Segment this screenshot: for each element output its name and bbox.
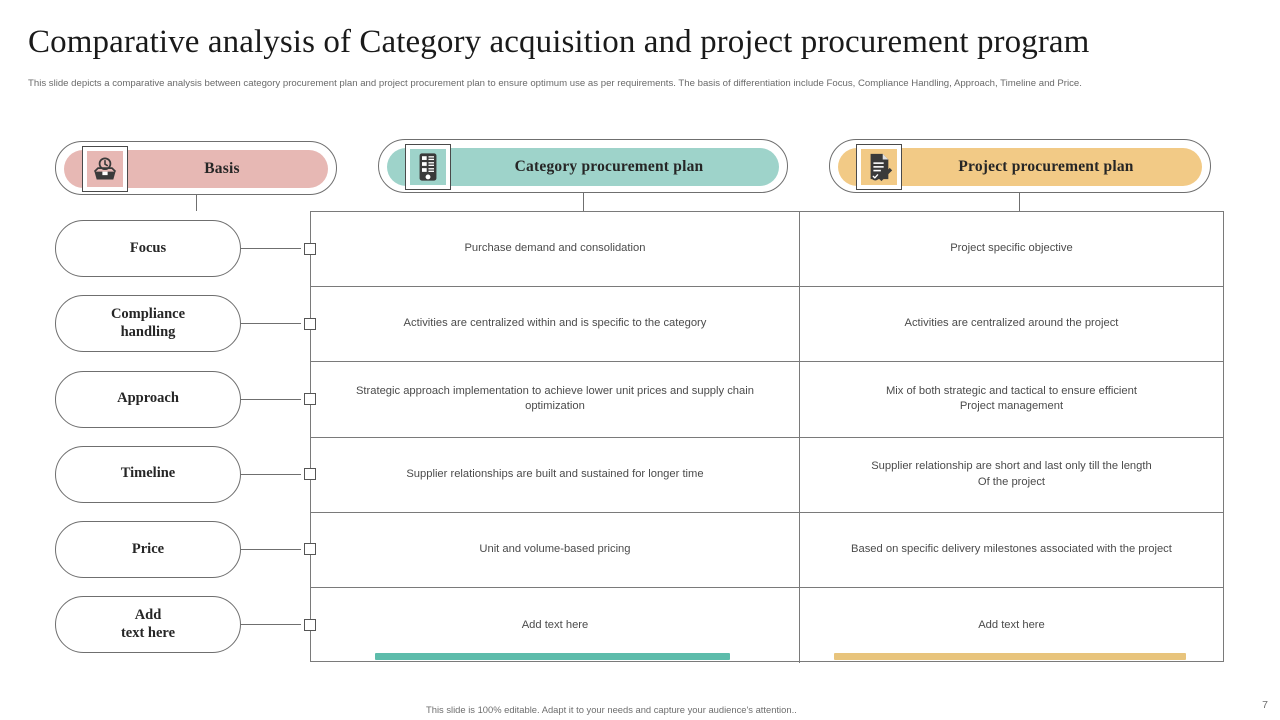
- basis-label-pill[interactable]: Price: [55, 520, 241, 578]
- table-row: Strategic approach implementation to ach…: [311, 362, 1223, 438]
- cell-category-plan-text: Activities are centralized within and is…: [403, 317, 707, 330]
- cell-category-plan-text: Purchase demand and consolidation: [464, 242, 646, 255]
- cell-category-plan-text: Add text here: [521, 618, 589, 631]
- basis-label-pill[interactable]: Timeline: [55, 445, 241, 503]
- cell-project-plan: Based on specific delivery milestones as…: [800, 513, 1223, 587]
- header-pill-category[interactable]: Category procurement plan: [378, 139, 788, 193]
- header-pill-basis[interactable]: Basis: [55, 141, 337, 195]
- cell-category-plan: Supplier relationships are built and sus…: [311, 437, 800, 512]
- header-pill-category-fill: [387, 148, 779, 186]
- comparison-table: Purchase demand and consolidation Project…: [310, 211, 1224, 664]
- cell-project-plan: Mix of both strategic and tactical to en…: [800, 362, 1223, 436]
- row-node-marker: [304, 618, 316, 631]
- basis-row-connector: [241, 398, 301, 400]
- cell-category-plan: Add text here: [311, 588, 800, 664]
- basis-label-pill[interactable]: Approach: [55, 370, 241, 428]
- header-pill-basis-label: Basis: [204, 160, 240, 177]
- row-node-marker: [304, 468, 316, 481]
- cell-category-plan: Strategic approach implementation to ach…: [311, 362, 800, 437]
- table-row: Supplier relationships are built and sus…: [311, 437, 1223, 513]
- checklist-device-icon: [405, 144, 451, 190]
- basis-row-connector: [241, 548, 301, 550]
- row-node-marker: [304, 317, 316, 330]
- footer-note: This slide is 100% editable. Adapt it to…: [426, 704, 797, 715]
- connector-basis: [196, 195, 198, 211]
- page-subtitle: This slide depicts a comparative analysi…: [28, 78, 1082, 89]
- cell-category-plan: Unit and volume-based pricing: [311, 512, 800, 587]
- cell-project-plan: Project specific objective: [800, 212, 1223, 286]
- cell-project-plan-text: Add text here: [978, 618, 1045, 631]
- table-row: Purchase demand and consolidation Project…: [311, 212, 1223, 288]
- row-node-marker: [304, 242, 316, 255]
- cell-category-plan-text: Strategic approach implementation to ach…: [355, 384, 754, 413]
- cell-project-plan-text: Activities are centralized around the pr…: [904, 317, 1119, 330]
- table-row: Add text here Add text here: [311, 588, 1223, 664]
- table-row: Activities are centralized within and is…: [311, 287, 1223, 363]
- basis-row-connector: [241, 624, 301, 626]
- cell-category-plan-text: Supplier relationships are built and sus…: [406, 467, 704, 480]
- cell-project-plan-text: Based on specific delivery milestones as…: [851, 542, 1172, 555]
- table-row: Unit and volume-based pricing Based on sp…: [311, 512, 1223, 588]
- basis-row-connector: [241, 323, 301, 325]
- basis-label-text: Timeline: [120, 465, 176, 482]
- accent-bar-category: [375, 653, 730, 660]
- cell-project-plan: Supplier relationship are short and last…: [800, 438, 1223, 512]
- basis-row-connector: [241, 473, 301, 475]
- accent-bar-project: [834, 653, 1186, 660]
- row-node-marker: [304, 393, 316, 405]
- header-pill-project-label: Project procurement plan: [958, 158, 1134, 175]
- header-pill-category-label: Category procurement plan: [514, 158, 704, 175]
- basis-label-text: Price: [131, 540, 165, 557]
- cell-project-plan: Add text here: [800, 588, 1223, 663]
- page-title: Comparative analysis of Category acquisi…: [28, 24, 1090, 60]
- basis-label-pill[interactable]: Focus: [55, 220, 241, 278]
- page-number: 7: [1262, 699, 1268, 711]
- box-clock-icon: [82, 146, 128, 192]
- connector-category: [583, 193, 585, 211]
- row-node-marker: [304, 543, 316, 556]
- cell-project-plan-text: Supplier relationship are short and last…: [871, 459, 1152, 488]
- cell-category-plan-text: Unit and volume-based pricing: [479, 542, 631, 555]
- cell-project-plan-text: Mix of both strategic and tactical to en…: [885, 384, 1137, 413]
- cell-category-plan: Purchase demand and consolidation: [311, 212, 800, 287]
- connector-project: [1019, 193, 1021, 211]
- document-pen-icon: [856, 144, 902, 190]
- header-pill-project[interactable]: Project procurement plan: [829, 139, 1211, 193]
- cell-project-plan: Activities are centralized around the pr…: [800, 287, 1223, 361]
- basis-row-connector: [241, 248, 301, 250]
- basis-label-text: Approach: [117, 390, 179, 407]
- basis-label-text: Focus: [129, 239, 167, 256]
- cell-category-plan: Activities are centralized within and is…: [311, 287, 800, 362]
- cell-project-plan-text: Project specific objective: [950, 242, 1073, 255]
